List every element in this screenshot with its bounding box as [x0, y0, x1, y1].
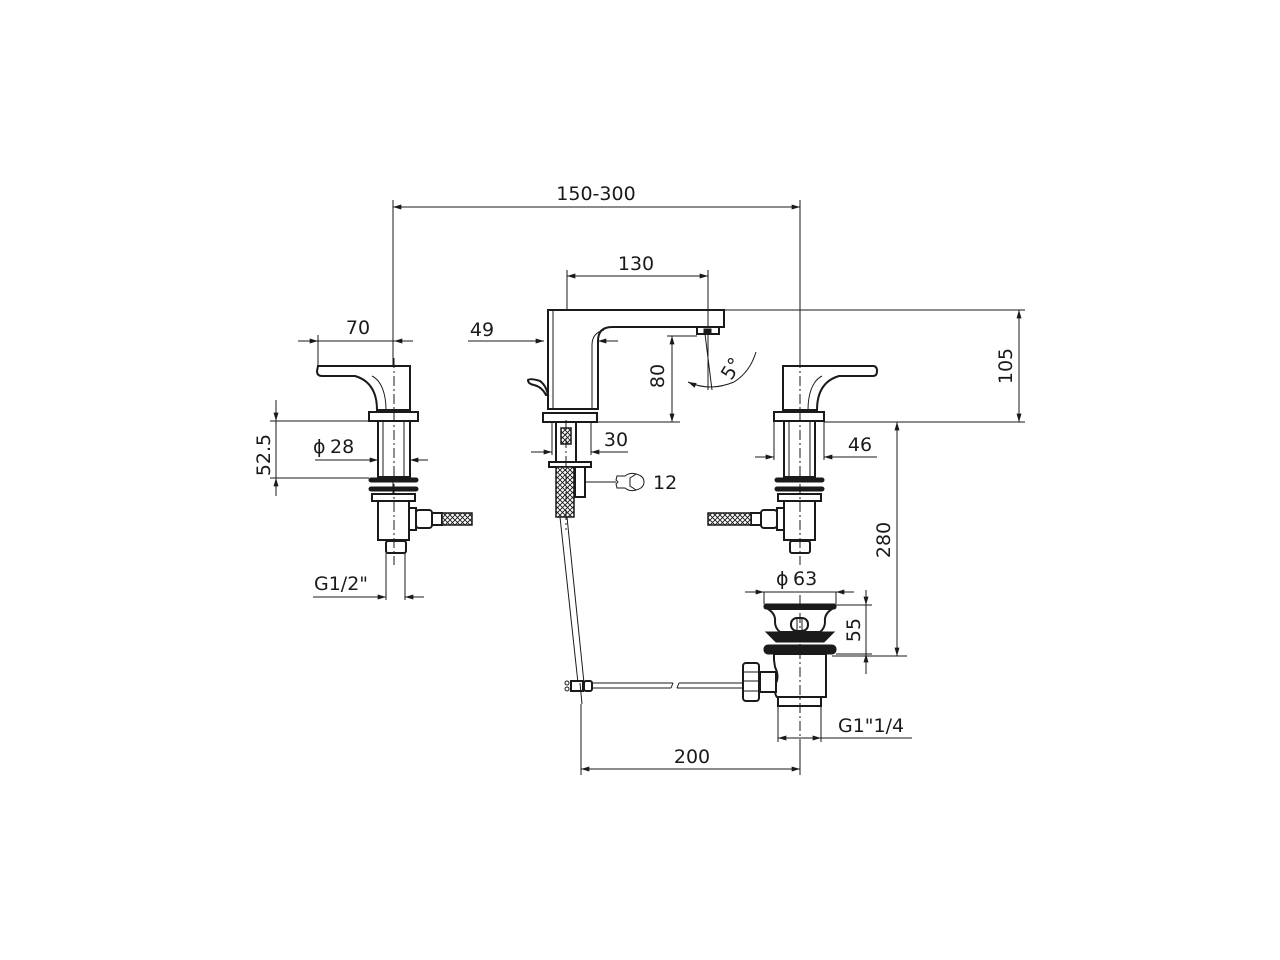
- pop-up-waste: [742, 595, 837, 755]
- label-overall-height: 105: [995, 348, 1017, 384]
- label-overall-spacing: 150-300: [556, 183, 635, 205]
- dimension-shank-height: 52.5: [253, 400, 369, 496]
- dimension-waste-flange-height: 55: [836, 590, 872, 674]
- dimension-spout-height: 80: [597, 335, 697, 423]
- dimension-overall-height: 105: [724, 309, 1025, 423]
- diameter-symbol: ϕ: [313, 436, 326, 458]
- label-shank-height: 52.5: [253, 434, 275, 476]
- spout: [526, 309, 725, 684]
- dimension-handle-length: 70: [298, 317, 413, 366]
- label-spout-height: 80: [647, 364, 669, 388]
- left-handle-valve: [315, 358, 473, 565]
- connecting-rod: [564, 680, 743, 705]
- dimension-spout-body-width: 49: [468, 319, 618, 344]
- label-lever-shank-width: 30: [604, 429, 628, 451]
- dimension-wrench-size: 12: [585, 472, 677, 494]
- diameter-symbol: ϕ: [776, 568, 789, 590]
- right-handle-valve: [707, 358, 879, 565]
- label-waste-flange-height: 55: [843, 618, 865, 642]
- dimension-max-deck-thickness: 280: [832, 422, 907, 657]
- wrench-icon: [615, 472, 638, 492]
- label-max-deck-thickness: 280: [873, 522, 895, 558]
- label-shank-diameter: 28: [330, 436, 354, 458]
- dimension-rod-length: 200: [580, 704, 801, 775]
- label-right-handle-body: 46: [848, 434, 872, 456]
- label-spout-reach: 130: [618, 253, 654, 275]
- label-rod-length: 200: [674, 746, 710, 768]
- dimension-waste-diameter: ϕ 63: [745, 568, 854, 604]
- dimension-right-handle-body: 46: [755, 422, 877, 460]
- label-wrench-size: 12: [653, 472, 677, 494]
- dimension-spout-reach: 130: [566, 253, 709, 326]
- dimension-shank-diameter: ϕ 28: [313, 436, 428, 463]
- label-waste-diameter: 63: [793, 568, 817, 590]
- label-spout-body-width: 49: [470, 319, 494, 341]
- label-inlet-thread-left: G1/2": [314, 573, 368, 595]
- label-waste-thread: G1"1/4: [838, 715, 904, 737]
- dimension-lever-shank-width: 30: [531, 422, 628, 455]
- label-handle-length: 70: [346, 317, 370, 339]
- label-spout-angle: 5°: [717, 354, 747, 384]
- dimension-inlet-thread-left: G1/2": [313, 553, 424, 600]
- dimension-spout-angle: 5°: [687, 333, 757, 391]
- dimension-waste-thread: G1"1/4: [777, 706, 912, 742]
